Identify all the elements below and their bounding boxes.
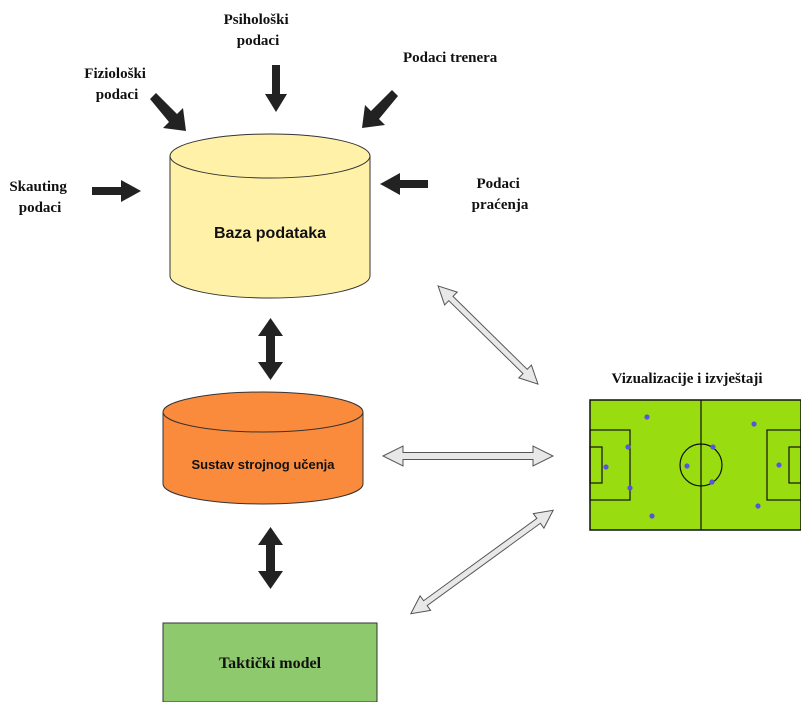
player-dot	[684, 463, 690, 469]
player-dot	[710, 444, 716, 450]
label-podaci-trenera: Podaci trenera	[403, 50, 498, 66]
arrow-icon-pracenje	[380, 173, 428, 195]
player-dot	[776, 462, 782, 468]
player-dot	[627, 485, 633, 491]
arrow-icon-fizioloski	[150, 93, 186, 131]
tactical-model-box	[162, 622, 378, 702]
double-arrow-icon-tactical-vis	[409, 509, 555, 615]
football-pitch-icon	[589, 399, 801, 531]
label-skauting: Skauting podaci	[9, 179, 70, 216]
double-arrow-icon-ml-tactical	[258, 527, 283, 589]
label-pracenje: Podaci praćenja	[472, 176, 529, 213]
database-cylinder	[169, 133, 371, 299]
visualization-title: Vizualizacije i izvještaji	[611, 371, 762, 387]
tactical-model-label: Taktički model	[219, 655, 322, 672]
player-dot	[751, 421, 757, 427]
arrow-icon-skauting	[92, 180, 141, 202]
player-dot	[649, 513, 655, 519]
player-dot	[644, 414, 650, 420]
player-dot	[709, 479, 715, 485]
ml-cylinder	[162, 391, 364, 505]
double-arrow-icon-db-ml	[258, 318, 283, 380]
player-dot	[603, 464, 609, 470]
arrow-icon-psiholoski	[265, 65, 287, 112]
label-fizioloski: Fiziološki podaci	[84, 66, 149, 103]
player-dot	[755, 503, 761, 509]
player-dot	[625, 444, 631, 450]
arrow-icon-trener	[362, 90, 398, 128]
double-arrow-icon-db-vis	[437, 285, 539, 385]
ml-system-label: Sustav strojnog učenja	[191, 457, 335, 472]
label-psiholoski: Psihološki podaci	[224, 12, 293, 49]
double-arrow-icon-ml-vis	[381, 445, 555, 467]
database-label: Baza podataka	[214, 225, 326, 242]
